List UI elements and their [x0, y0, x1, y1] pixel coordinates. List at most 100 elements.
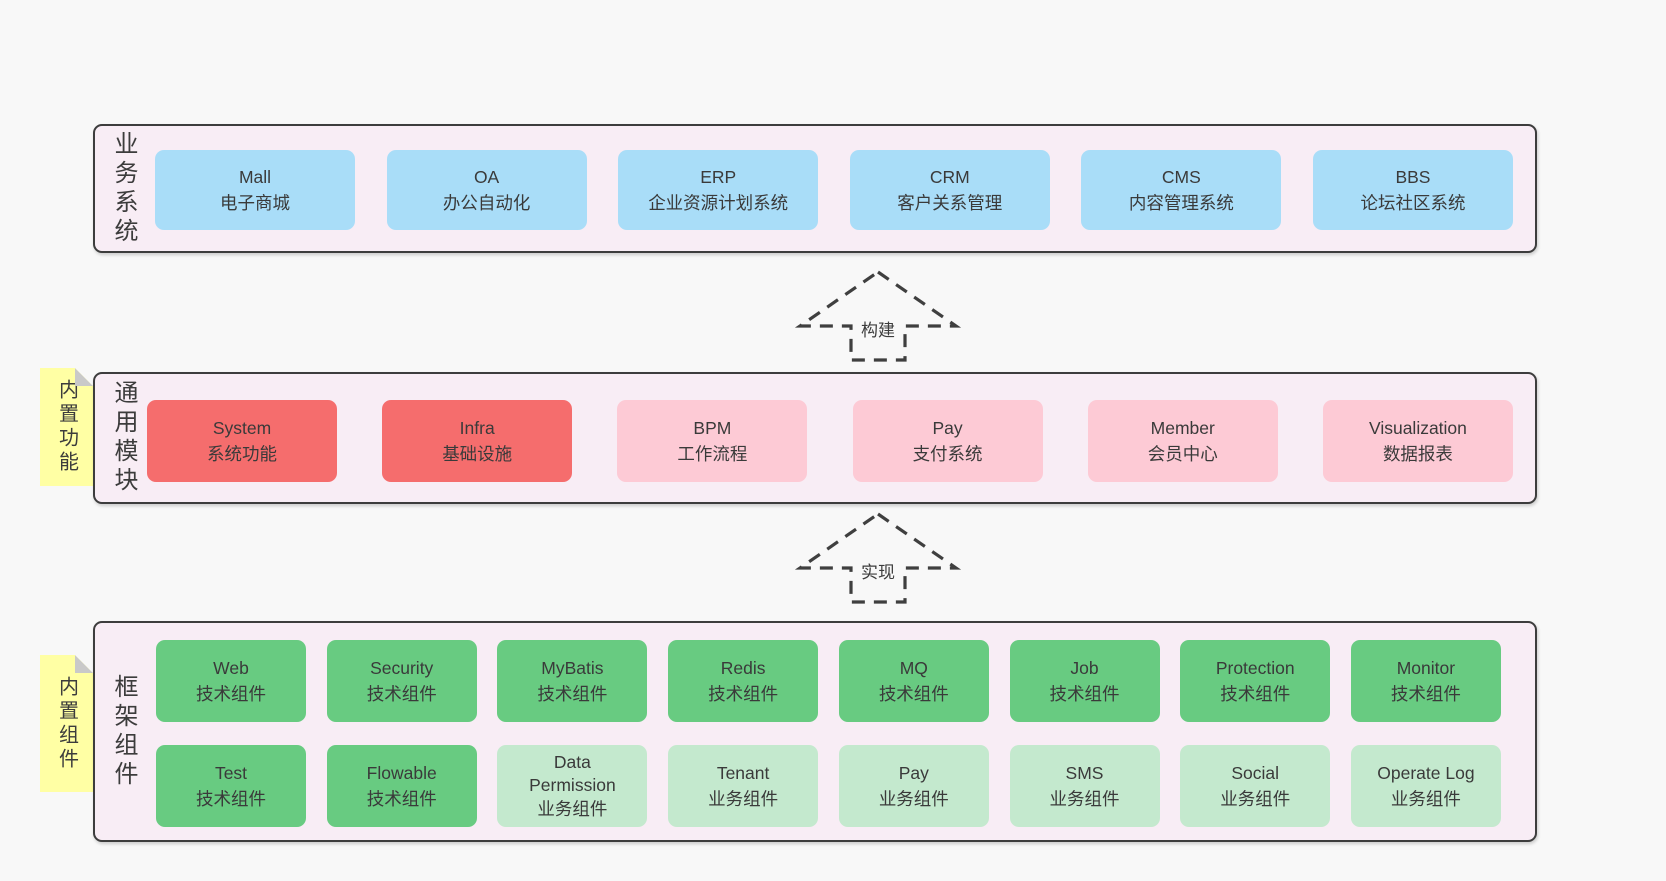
- box-subtitle: 技术组件: [1049, 684, 1120, 704]
- box-title: Redis: [720, 657, 766, 678]
- box-subtitle: 业务组件: [537, 798, 608, 819]
- box-subtitle: 客户关系管理: [897, 193, 1003, 213]
- box-data-permission: Data Permission 业务组件: [497, 745, 648, 827]
- box-subtitle: 技术组件: [366, 789, 437, 809]
- build-arrow: 构建: [788, 268, 968, 364]
- box-title: Security: [370, 657, 434, 678]
- sticky-note-builtin-components: 内置组件: [40, 655, 93, 792]
- box-job: Job 技术组件: [1009, 640, 1160, 722]
- box-subtitle: 技术组件: [708, 684, 779, 704]
- box-title: ERP: [700, 166, 737, 187]
- business-boxes-row: Mall 电子商城 OA 办公自动化 ERP 企业资源计划系统 CRM 客户关系…: [155, 150, 1513, 230]
- box-protection: Protection 技术组件: [1180, 640, 1331, 722]
- panel-title-modules: 通用模块: [110, 380, 137, 496]
- box-subtitle: 业务组件: [708, 789, 779, 809]
- box-visualization: Visualization 数据报表: [1322, 400, 1513, 482]
- box-operate-log: Operate Log 业务组件: [1350, 745, 1501, 827]
- box-title: Operate Log: [1377, 762, 1475, 783]
- panel-side-label-wrap: 业务系统: [101, 126, 145, 251]
- box-subtitle: 内容管理系统: [1128, 193, 1234, 213]
- box-title: Member: [1150, 417, 1215, 438]
- box-subtitle: 支付系统: [912, 444, 983, 464]
- box-mq: MQ 技术组件: [838, 640, 989, 722]
- box-title: Visualization: [1368, 417, 1467, 438]
- implement-arrow: 实现: [788, 510, 968, 606]
- box-tenant: Tenant 业务组件: [668, 745, 819, 827]
- box-mybatis: MyBatis 技术组件: [497, 640, 648, 722]
- modules-boxes-row: System 系统功能 Infra 基础设施 BPM 工作流程 Pay 支付系统…: [147, 400, 1513, 482]
- box-subtitle: 办公自动化: [442, 193, 531, 213]
- panel-side-label-wrap: 框架组件: [101, 623, 145, 840]
- box-subtitle: 基础设施: [442, 444, 513, 464]
- panel-framework-components: 框架组件 Web 技术组件 Security 技术组件 MyBatis 技术组件…: [93, 621, 1537, 842]
- box-subtitle: 技术组件: [878, 684, 949, 704]
- box-security: Security 技术组件: [326, 640, 477, 722]
- box-title: Web: [213, 657, 249, 678]
- box-subtitle: 数据报表: [1382, 444, 1453, 464]
- box-subtitle: 技术组件: [1220, 684, 1291, 704]
- box-member: Member 会员中心: [1087, 400, 1278, 482]
- box-oa: OA 办公自动化: [386, 150, 587, 230]
- box-title: BPM: [693, 417, 732, 438]
- box-title: Pay: [932, 417, 963, 438]
- box-title: Infra: [459, 417, 495, 438]
- sticky-note-builtin-features: 内置功能: [40, 368, 93, 486]
- box-subtitle: 企业资源计划系统: [648, 193, 789, 213]
- panel-title-framework: 框架组件: [110, 673, 137, 790]
- box-subtitle: 工作流程: [677, 444, 748, 464]
- implement-arrow-label: 实现: [858, 558, 898, 583]
- box-monitor: Monitor 技术组件: [1350, 640, 1501, 722]
- box-title: CRM: [929, 166, 970, 187]
- box-web: Web 技术组件: [156, 640, 306, 722]
- box-title: Test: [214, 762, 248, 783]
- box-pay-module: Pay 支付系统: [852, 400, 1043, 482]
- box-crm: CRM 客户关系管理: [849, 150, 1050, 230]
- box-subtitle: 业务组件: [1049, 789, 1120, 809]
- box-subtitle: 技术组件: [196, 789, 266, 809]
- dashed-up-arrow-icon: [794, 270, 962, 362]
- framework-row-1: Web 技术组件 Security 技术组件 MyBatis 技术组件 Redi…: [156, 640, 1501, 722]
- folded-corner-icon: [75, 655, 93, 673]
- box-social: Social 业务组件: [1180, 745, 1331, 827]
- box-title: Data Permission: [529, 751, 616, 796]
- folded-corner-icon: [75, 368, 93, 386]
- box-title: Job: [1070, 657, 1099, 678]
- panel-side-label-wrap: 通用模块: [101, 374, 145, 502]
- framework-row-2: Test 技术组件 Flowable 技术组件 Data Permission …: [156, 745, 1501, 827]
- box-subtitle: 论坛社区系统: [1360, 193, 1466, 213]
- box-title: MyBatis: [541, 657, 604, 678]
- box-title: SMS: [1065, 762, 1104, 783]
- box-subtitle: 技术组件: [537, 684, 608, 704]
- box-title: System: [212, 417, 272, 438]
- box-erp: ERP 企业资源计划系统: [618, 150, 819, 230]
- box-subtitle: 技术组件: [196, 684, 266, 704]
- box-cms: CMS 内容管理系统: [1081, 150, 1282, 230]
- box-subtitle: 系统功能: [207, 444, 277, 464]
- box-subtitle: 技术组件: [366, 684, 437, 704]
- box-title: Social: [1231, 762, 1280, 783]
- panel-common-modules: 通用模块 System 系统功能 Infra 基础设施 BPM 工作流程 Pay…: [93, 372, 1537, 504]
- box-title: Tenant: [716, 762, 770, 783]
- sticky-note-label: 内置组件: [55, 675, 78, 772]
- box-subtitle: 业务组件: [1220, 789, 1291, 809]
- box-title: MQ: [899, 657, 928, 678]
- box-title: Monitor: [1396, 657, 1456, 678]
- dashed-up-arrow-icon: [794, 512, 962, 604]
- panel-title-business: 业务系统: [110, 130, 137, 247]
- box-title: Protection: [1215, 657, 1295, 678]
- box-system: System 系统功能: [147, 400, 337, 482]
- box-title: Mall: [238, 166, 272, 187]
- box-flowable: Flowable 技术组件: [326, 745, 477, 827]
- box-title: Flowable: [366, 762, 437, 783]
- box-title: CMS: [1161, 166, 1201, 187]
- box-bbs: BBS 论坛社区系统: [1312, 150, 1513, 230]
- box-subtitle: 会员中心: [1147, 444, 1218, 464]
- box-redis: Redis 技术组件: [668, 640, 819, 722]
- box-title: Pay: [898, 762, 929, 783]
- box-pay-component: Pay 业务组件: [838, 745, 989, 827]
- box-sms: SMS 业务组件: [1009, 745, 1160, 827]
- box-mall: Mall 电子商城: [155, 150, 355, 230]
- box-subtitle: 技术组件: [1390, 684, 1461, 704]
- box-subtitle: 业务组件: [878, 789, 949, 809]
